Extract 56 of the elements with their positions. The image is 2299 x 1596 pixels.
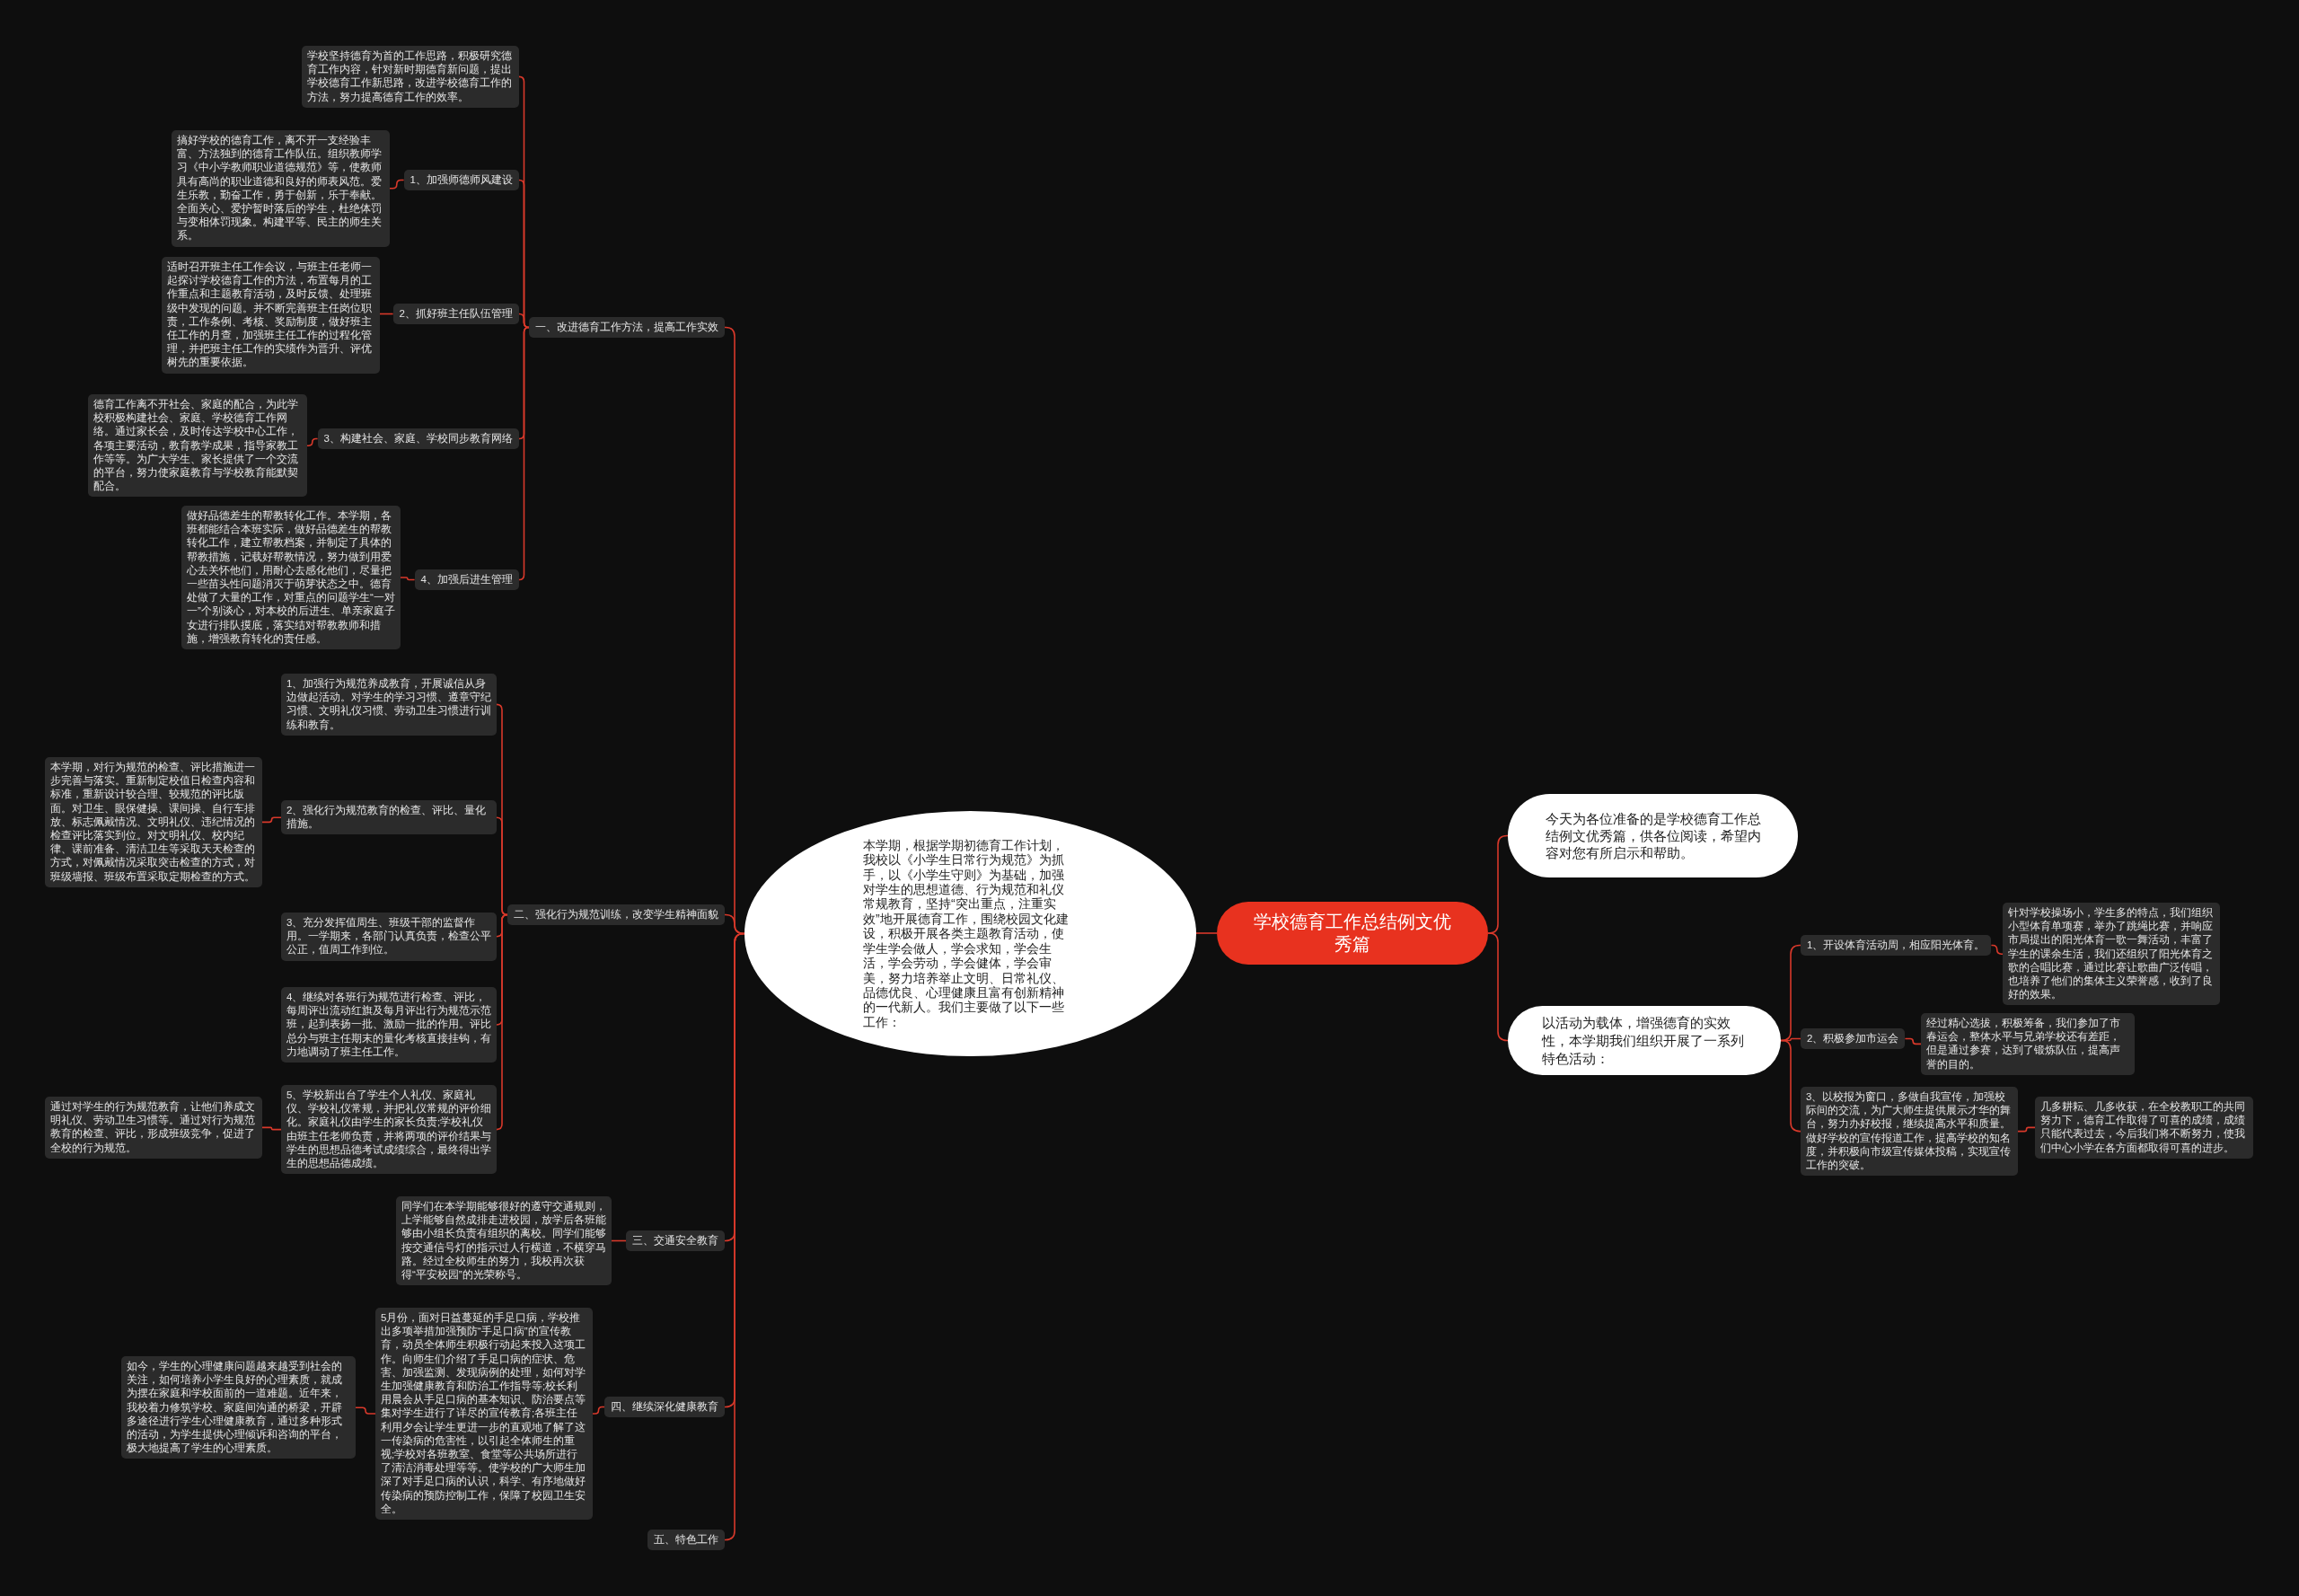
note-box: 同学们在本学期能够很好的遵守交通规则，上学能够自然成排走进校园，放学后各班能够由小组长负责有组织的离校。同学们能够按交通信号灯的指示过人行横道，不横穿马路。经过全校师生的努力，我校再次获得“平安校园”的光荣称号。 — [396, 1196, 612, 1286]
note-box: 5月份，面对日益蔓延的手足口病，学校推出多项举措加强预防“手足口病”的宣传教育，动员全体师生积极行动起来投入这项工作。向师生们介绍了手足口病的症状、危害、加强监测、发现病例的处理，如何对学生加强健康教育和防治工作指导等;校长利用晨会从手足口病的基本知识、防治要点等集对学生进行了详尽的宣传教育;各班主任利用夕会让学生更进一步的直观地了解了这一传染病的危害性，以引起全体师生的重视;学校对各班教室、食堂等公共场所进行了清洁消毒处理等等。使学校的广大师生加深了对手足口病的认识，科学、有序地做好传染病的预防控制工作，保障了校园卫生安全。 — [375, 1308, 593, 1521]
connector-line — [389, 179, 405, 190]
connector-line — [1990, 944, 2004, 955]
connector-line — [1195, 932, 1218, 934]
connector-line — [379, 313, 394, 315]
note-box: 针对学校操场小，学生多的特点，我们组织小型体育单项赛，举办了跳绳比赛，并响应市局提出的阳光体育一歌一舞活动，丰富了学生的课余生活，我们还组织了阳光体育之歌的合唱比赛，通过比赛让歌曲广泛传唱，也培养了他们的集体主义荣誉感，收到了良好的效果。 — [2003, 903, 2220, 1006]
note-box: 学校坚持德育为首的工作思路，积极研究德育工作内容，针对新时期德育新问题，提出学校德育工作新思路，改进学校德育工作的方法，努力提高德育工作的效率。 — [302, 46, 519, 108]
note-box: 1、加强行为规范养成教育，开展诚信从身边做起活动。对学生的学习习惯、遵章守纪习惯、文明礼仪习惯、劳动卫生习惯进行训练和教育。 — [281, 674, 497, 736]
branch-label: 2、积极参加市运会 — [1801, 1028, 1906, 1049]
note-box: 通过对学生的行为规范教育，让他们养成文明礼仪、劳动卫生习惯等。通过对行为规范教育的检查、评比，形成班级竞争，促进了全校的行为规范。 — [45, 1097, 262, 1159]
note-box: 如今，学生的心理健康问题越来越受到社会的关注，如何培养小学生良好的心理素质，就成为摆在家庭和学校面前的一道难题。近年来，我校着力修筑学校、家庭间沟通的桥梁，开辟多途径进行学生心理健康教育，通过多种形式的活动，为学生提供心理倾诉和咨询的平台，极大地提高了学生的心理素质。 — [121, 1356, 356, 1459]
connector-line — [2017, 1126, 2036, 1133]
connector-line — [400, 577, 416, 581]
connector-line — [1780, 944, 1801, 1042]
connector-line — [1487, 932, 1509, 1042]
note-box: 搞好学校的德育工作，离不开一支经验丰富、方法独到的德育工作队伍。组织教师学习《中小学教师职业道德规范》等，使教师具有高尚的职业道德和良好的师表风范。爱生乐教，勤奋工作，勇于创新，乐于奉献。全面关心、爱护暂时落后的学生，杜绝体罚与变相体罚现象。构建平等、民主的师生关系。 — [172, 130, 390, 247]
central-topic-box: 学校德育工作总结例文优秀篇 — [1217, 902, 1488, 965]
connector-line — [1780, 1039, 1801, 1133]
branch-label: 3、构建社会、家庭、学校同步教育网络 — [317, 428, 519, 449]
connector-line — [496, 913, 508, 1131]
branch-label: 一、改进德育工作方法，提高工作实效 — [529, 317, 725, 338]
note-box: 经过精心选拔，积极筹备，我们参加了市春运会，整体水平与兄弟学校还有差距，但是通过参赛，达到了锻炼队伍，提高声誉的目的。 — [1921, 1013, 2135, 1075]
connector-line — [496, 816, 508, 916]
connector-line — [611, 1239, 627, 1242]
connector-line — [724, 913, 745, 935]
summary-bubble: 以活动为载体，增强德育的实效性，本学期我们组织开展了一系列特色活动： — [1508, 1006, 1781, 1075]
branch-label: 2、抓好班主任队伍管理 — [392, 304, 519, 324]
connector-line — [261, 1126, 282, 1131]
note-box: 本学期，对行为规范的检查、评比措施进一步完善与落实。重新制定校值日检查内容和标准，重新设计较合理、较规范的评比版面。对卫生、眼保健操、课间操、自行车排放、标志佩戴情况、文明礼仪、违纪情况的检查评比落实到位。对文明礼仪、校内纪律、课前准备、清洁卫生等采取天天检查的方式，对佩戴情况采取突击检查的方式，对班级墙报、班级布置采取定期检查的方式。 — [45, 757, 262, 887]
connector-line — [518, 326, 530, 581]
connector-line — [306, 437, 319, 446]
branch-label: 二、强化行为规范训练，改变学生精神面貌 — [507, 904, 725, 925]
connector-line — [1904, 1037, 1922, 1045]
branch-label: 五、特色工作 — [647, 1530, 725, 1550]
branch-label: 1、开设体育活动周，相应阳光体育。 — [1801, 935, 1992, 956]
connector-line — [592, 1406, 605, 1415]
note-box: 几多耕耘、几多收获，在全校教职工的共同努力下，德育工作取得了可喜的成绩，成绩只能代表过去，今后我们将不断努力，使我们中心小学在各方面都取得可喜的进步。 — [2035, 1097, 2253, 1159]
summary-bubble: 本学期，根据学期初德育工作计划，我校以《小学生日常行为规范》为抓手，以《小学生守则》为基础，加强对学生的思想道德、行为规范和礼仪常规教育，坚持“突出重点，注重实效”地开展德育工作，围绕校园文化建设，积极开展各类主题教育活动，使学生学会做人，学会求知，学会生活，学会劳动，学会健体，学会审美，努力培养举止文明、日常礼仪、品德优良、心理健康且富有创新精神的一代新人。我们主要做了以下一些工作： — [744, 811, 1196, 1056]
note-box: 适时召开班主任工作会议，与班主任老师一起探讨学校德育工作的方法，布置每月的工作重点和主题教育活动，及时反馈、处理班级中发现的问题。并不断完善班主任岗位职责，工作条例、考核、奖励制度，做好班主任工作的月查，加强班主任工作的过程化管理，并把班主任工作的实绩作为晋升、评优树先的重要依据。 — [162, 257, 380, 374]
note-box: 4、继续对各班行为规范进行检查、评比，每周评出流动红旗及每月评出行为规范示范班，起到表扬一批、激励一批的作用。评比总分与班主任期末的量化考核直接挂钩，有力地调动了班主任工作。 — [281, 987, 497, 1063]
note-box: 3、充分发挥值周生、班级干部的监督作用。一学期来，各部门认真负责，检查公平公正，值周工作到位。 — [281, 913, 497, 961]
connector-line — [518, 313, 530, 329]
branch-label: 1、加强师德师风建设 — [403, 170, 519, 190]
connector-line — [355, 1406, 376, 1415]
note-box: 3、以校报为窗口，多做自我宣传，加强校际间的交流，为广大师生提供展示才华的舞台，努力办好校报，继续提高水平和质量。做好学校的宣传报道工作，提高学校的知名度，并积极向市级宣传媒体投稿，实现宣传工作的突破。 — [1801, 1087, 2018, 1177]
branch-label: 三、交通安全教育 — [626, 1230, 725, 1251]
connector-line — [724, 932, 745, 1541]
branch-label: 4、加强后进生管理 — [414, 569, 519, 590]
connector-line — [261, 816, 282, 824]
note-box: 做好品德差生的帮教转化工作。本学期，各班都能结合本班实际，做好品德差生的帮教转化工作，建立帮教档案，并制定了具体的帮教措施，记载好帮教情况，努力做到用爱心去关怀他们，用耐心去感化他们，尽量把一些苗头性问题消灭于萌芽状态之中。德育处做了大量的工作，对重点的问题学生“一对一”个别谈心，对本校的后进生、单亲家庭子女进行排队摸底，落实结对帮教教师和措施，增强教育转化的责任感。 — [181, 506, 401, 650]
note-box: 2、强化行为规范教育的检查、评比、量化措施。 — [281, 800, 497, 835]
note-box: 德育工作离不开社会、家庭的配合，为此学校积极构建社会、家庭、学校德育工作网络。通过家长会，及时传达学校中心工作，各项主要活动，教育教学成果，指导家教工作等等。为广大学生、家长提供了一个交流的平台，努力使家庭教育与学校教育能默契配合。 — [88, 394, 307, 498]
branch-label: 四、继续深化健康教育 — [604, 1397, 725, 1417]
summary-bubble: 今天为各位准备的是学校德育工作总结例文优秀篇，供各位阅读，希望内容对您有所启示和帮助。 — [1508, 794, 1798, 877]
note-box: 5、学校新出台了学生个人礼仪、家庭礼仪、学校礼仪常规，并把礼仪常规的评价细化。家庭礼仪由学生的家长负责;学校礼仪由班主任老师负责，并将两项的评价结果与学生的思想品德考试成绩综合，最终得出学生的思想品德成绩。 — [281, 1085, 497, 1175]
